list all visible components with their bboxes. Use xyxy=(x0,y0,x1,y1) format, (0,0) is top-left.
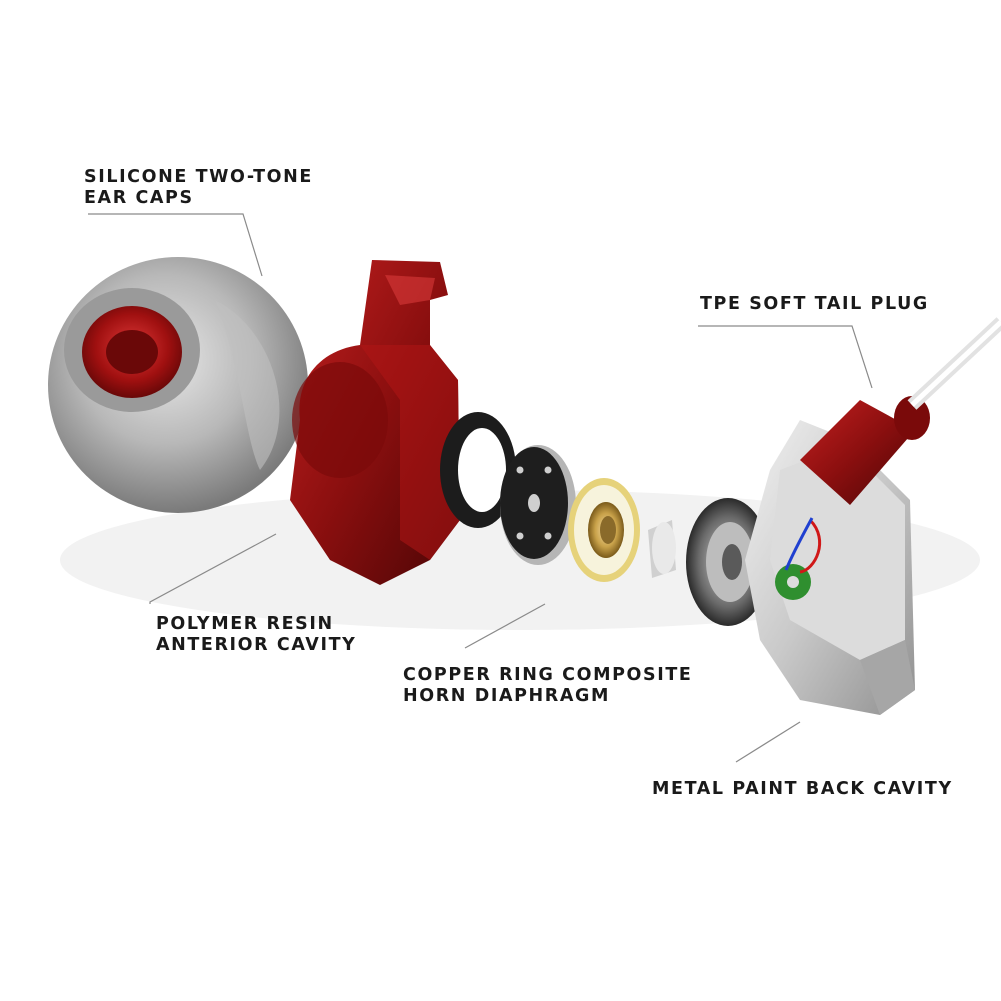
leader-ear-caps xyxy=(88,213,263,277)
horn-driver xyxy=(686,498,770,626)
label-ear-caps-line2: EAR CAPS xyxy=(84,188,194,208)
perforated-disc xyxy=(500,445,576,565)
label-back-cavity: METAL PAINT BACK CAVITY xyxy=(652,779,953,800)
resin-cavity xyxy=(290,260,460,585)
label-diaphragm: COPPER RING COMPOSITE HORN DIAPHRAGM xyxy=(403,665,692,707)
leader-anterior-cavity xyxy=(149,533,277,604)
label-diaphragm-line1: COPPER RING COMPOSITE xyxy=(403,665,693,685)
label-anterior-cavity-line1: POLYMER RESIN xyxy=(156,614,334,634)
tail-plug xyxy=(800,317,1001,505)
leader-back-cavity xyxy=(735,721,801,763)
leader-tail-plug xyxy=(698,325,873,389)
label-ear-caps-line1: SILICONE TWO-TONE xyxy=(84,167,313,187)
gasket-ring xyxy=(440,412,516,528)
red-wire xyxy=(799,518,822,574)
blue-wire xyxy=(784,517,814,571)
magnet-cylinder xyxy=(648,520,676,578)
ear-cap xyxy=(48,257,308,513)
leader-diaphragm xyxy=(464,603,546,649)
label-anterior-cavity-line2: ANTERIOR CAVITY xyxy=(156,635,357,655)
leader-lines xyxy=(88,213,873,763)
label-tail-plug: TPE SOFT TAIL PLUG xyxy=(700,294,929,315)
copper-ring-diaphragm xyxy=(568,478,640,582)
label-ear-caps: SILICONE TWO-TONE EAR CAPS xyxy=(84,167,313,209)
label-diaphragm-line2: HORN DIAPHRAGM xyxy=(403,686,610,706)
label-tail-plug-line1: TPE SOFT TAIL PLUG xyxy=(700,294,929,314)
label-anterior-cavity: POLYMER RESIN ANTERIOR CAVITY xyxy=(156,614,356,656)
metal-back-cavity xyxy=(745,420,915,715)
label-back-cavity-line1: METAL PAINT BACK CAVITY xyxy=(652,779,953,799)
